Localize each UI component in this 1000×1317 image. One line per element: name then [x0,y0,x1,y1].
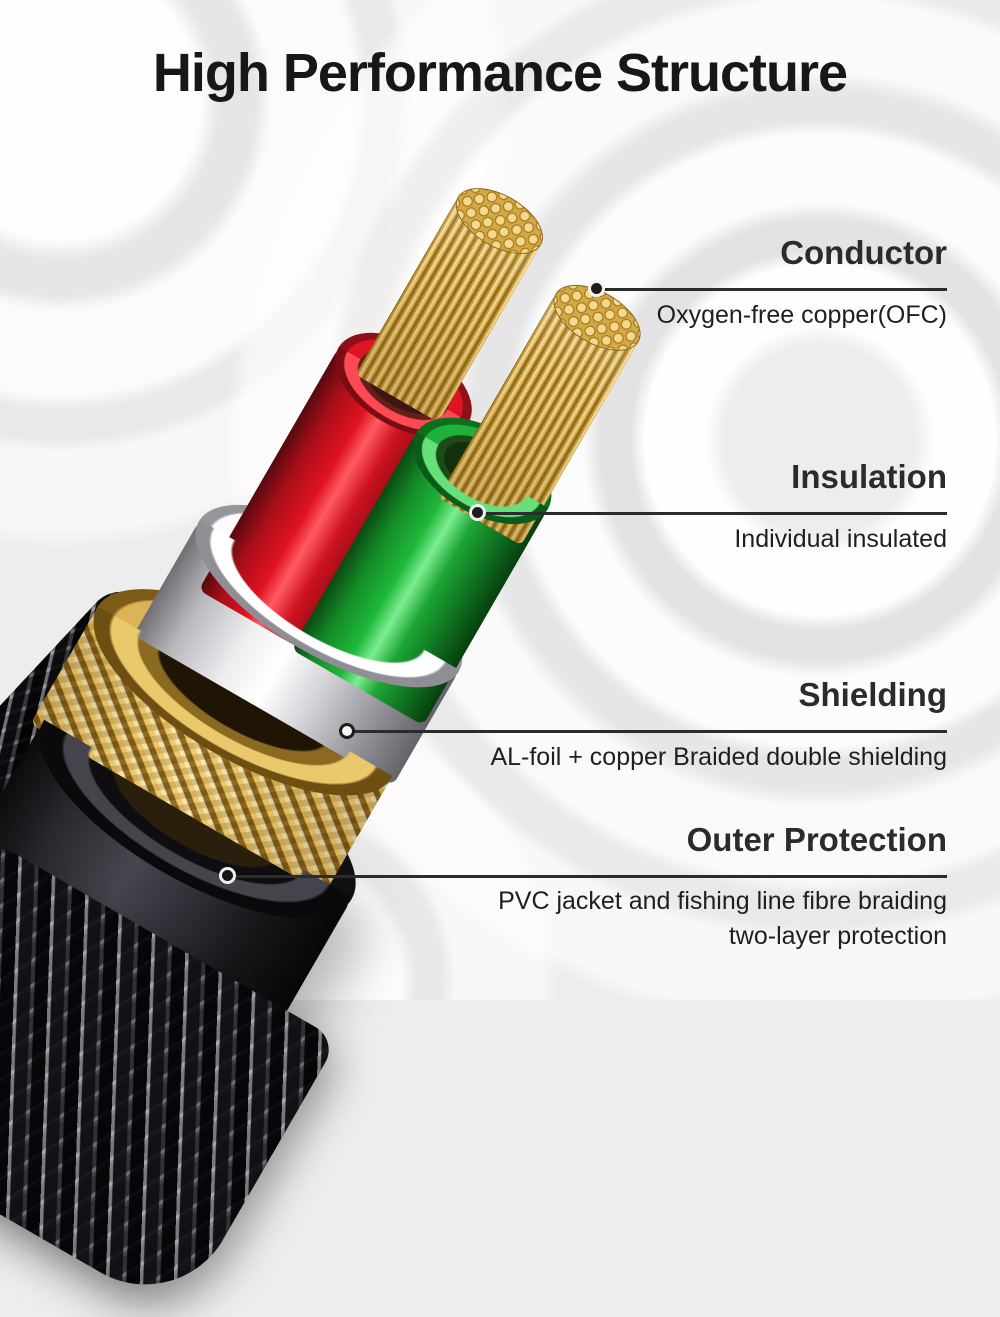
callout-outer-protection-description: PVC jacket and fishing line fibre braidi… [498,884,947,954]
insulation-leader-line [478,512,947,515]
callout-insulation-heading: Insulation [791,458,947,495]
callout-outer-protection-heading: Outer Protection [686,821,947,858]
conductor-leader-line [597,288,947,291]
shielding-marker-dot [339,723,355,739]
callout-shielding-description: AL-foil + copper Braided double shieldin… [490,743,947,771]
callout-conductor-description: Oxygen-free copper(OFC) [656,301,947,329]
insulation-marker-dot [469,504,486,521]
outer-protection-description-line2: two-layer protection [728,922,947,950]
outer-protection-description-line1: PVC jacket and fishing line fibre braidi… [498,887,947,915]
page-title: High Performance Structure [152,43,848,103]
outer-protection-marker-dot [219,867,236,884]
outer-protection-leader-line [228,875,947,878]
callout-conductor-heading: Conductor [780,234,947,271]
callout-shielding-heading: Shielding [798,676,948,713]
conductor-marker-dot [588,280,605,297]
callout-insulation-description: Individual insulated [734,525,947,553]
shielding-leader-line [347,730,947,733]
